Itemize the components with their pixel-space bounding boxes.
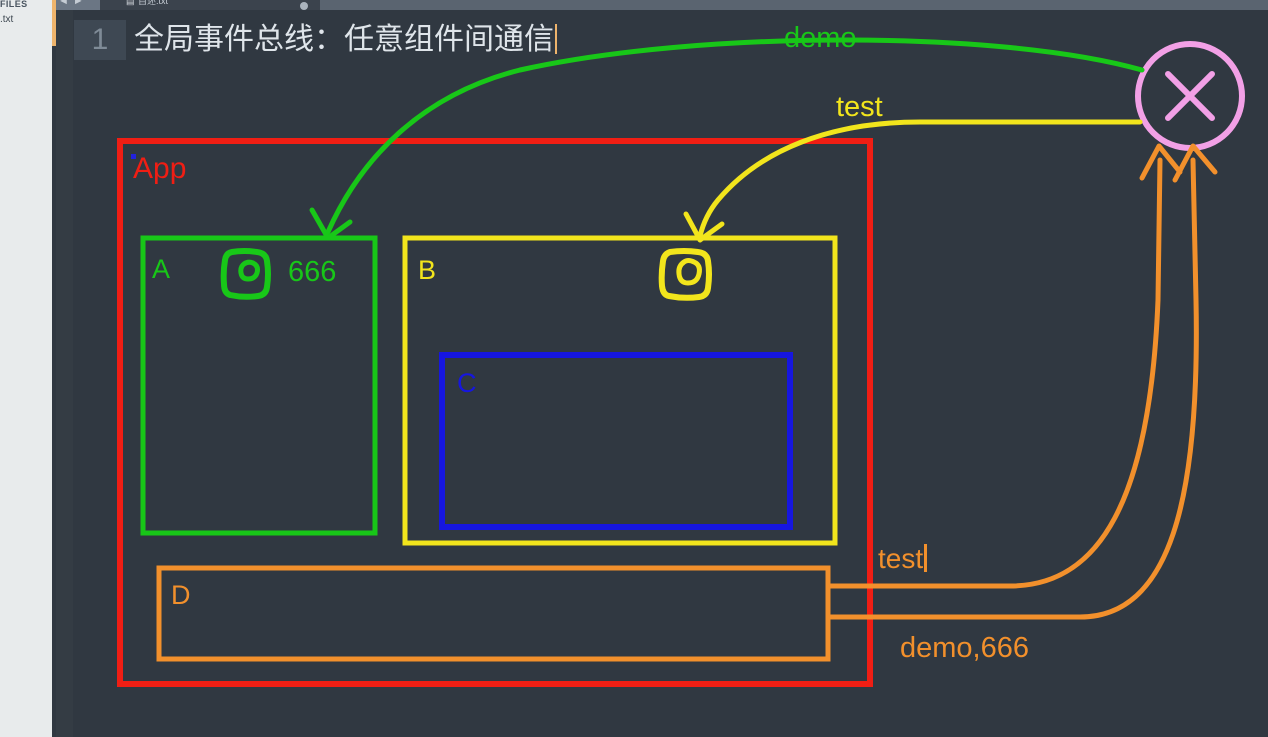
explorer-file-item[interactable]: .txt	[0, 14, 14, 25]
editor-tab-bar: ◄► ▤ 自述.txt	[52, 0, 1268, 10]
editor-tab-readme[interactable]: ▤ 自述.txt	[100, 0, 320, 10]
code-line-text: 全局事件总线：任意组件间通信	[134, 20, 557, 60]
file-explorer-panel: FILES .txt	[0, 0, 52, 737]
file-icon: ▤	[126, 0, 135, 6]
explorer-title: FILES	[0, 0, 28, 9]
line-number: 1	[74, 20, 126, 60]
tab-navigation-arrows-button[interactable]: ◄►	[52, 0, 100, 10]
text-cursor	[555, 24, 557, 54]
tab-nav-arrows-icon: ◄►	[58, 0, 88, 7]
tab-unsaved-dot-icon[interactable]	[300, 2, 308, 10]
code-line-content: 全局事件总线：任意组件间通信	[134, 23, 554, 56]
editor-tab-label: 自述.txt	[138, 0, 169, 6]
code-editor-area[interactable]: 1 全局事件总线：任意组件间通信	[56, 10, 1268, 737]
active-tab-accent-bar	[52, 0, 56, 46]
editor-gutter	[56, 10, 73, 737]
